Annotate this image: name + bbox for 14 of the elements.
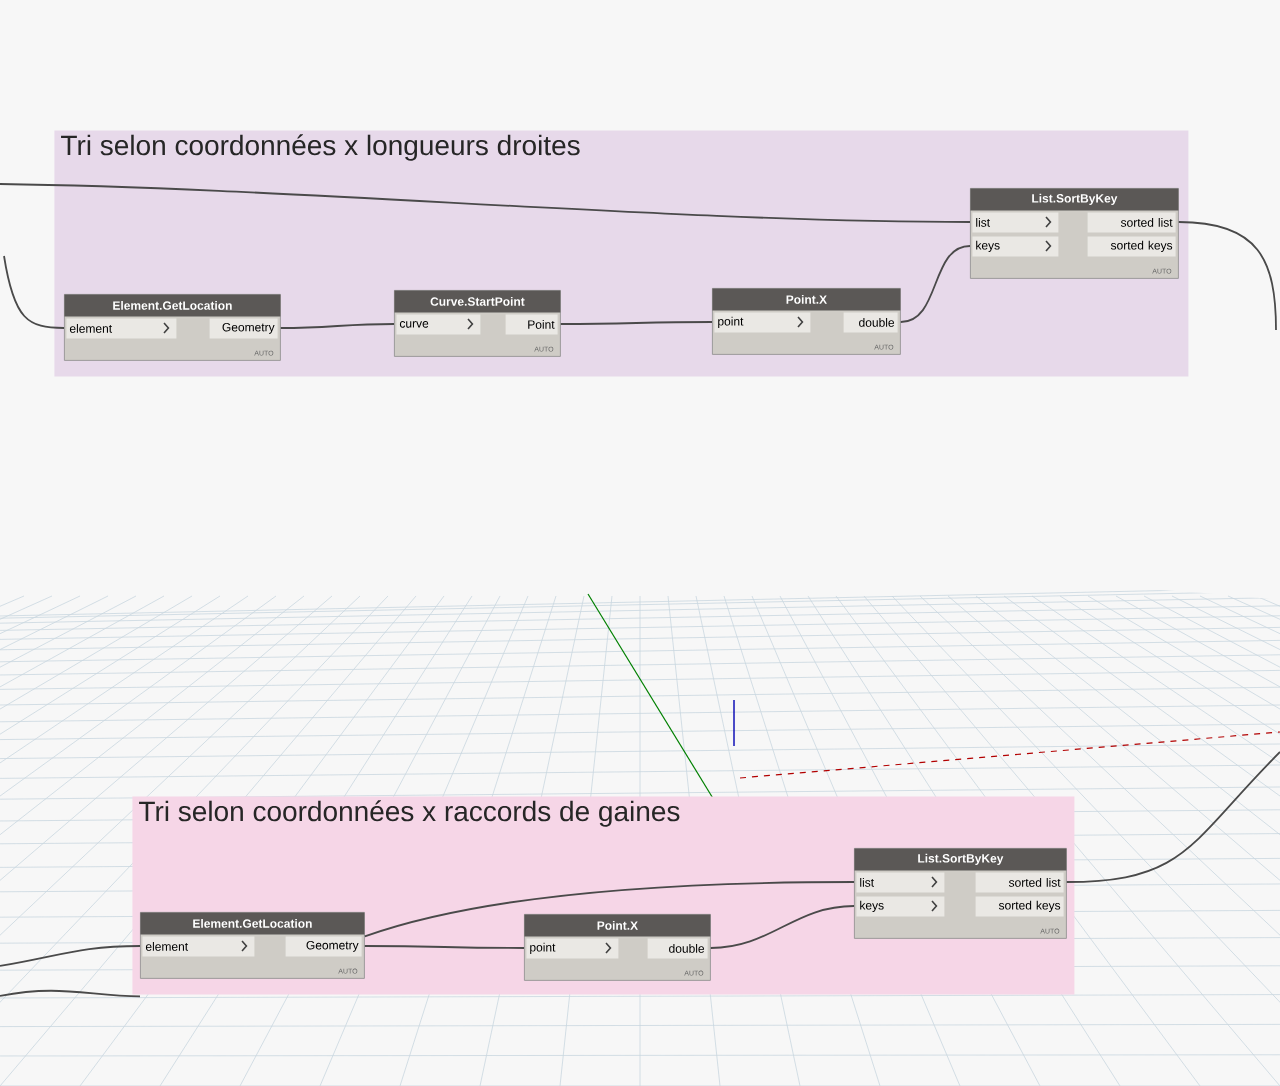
wire [559,321,713,325]
wire [1177,221,1277,331]
wire [3,255,65,329]
wire [363,881,855,938]
wire [279,323,395,329]
wire [0,183,971,223]
wire [0,945,141,967]
wire [709,905,855,949]
wire [899,245,971,323]
wire [363,945,525,949]
group-title: Tri selon coordonnées x raccords de gaines [139,800,680,827]
wire [1065,751,1280,883]
group-title: Tri selon coordonnées x longueurs droites [61,134,580,161]
wire [0,989,141,998]
